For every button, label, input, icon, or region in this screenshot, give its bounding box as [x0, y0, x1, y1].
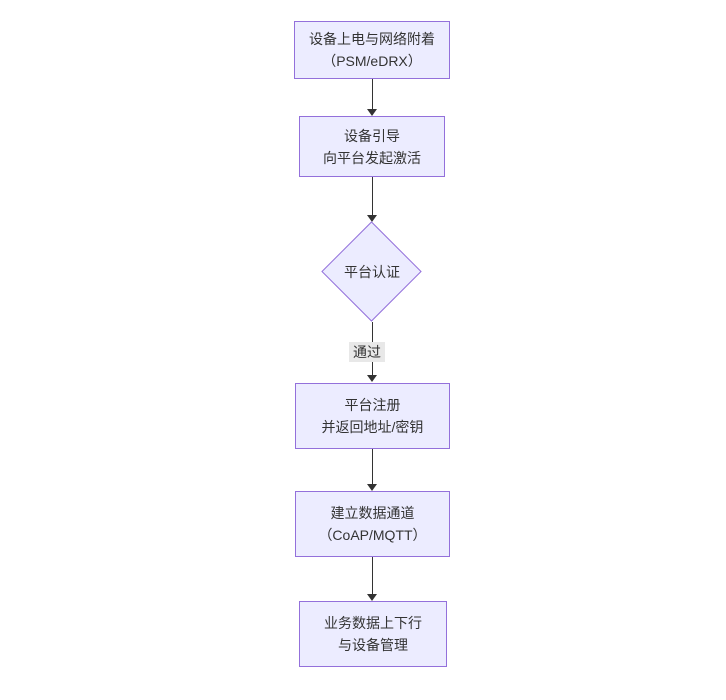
arrow-shaft	[371, 557, 373, 594]
flow-arrow	[367, 177, 377, 222]
arrow-shaft	[371, 177, 373, 215]
node-label-line: 设备上电与网络附着	[309, 31, 435, 47]
decision-label: 平台认证	[344, 264, 400, 280]
flowchart-node-business-data: 业务数据上下行 与设备管理	[299, 601, 447, 667]
flowchart-node-register: 平台注册 并返回地址/密钥	[295, 383, 450, 449]
edge-label-pass: 通过	[349, 342, 385, 362]
arrow-head-icon	[367, 109, 377, 116]
flowchart-decision-platform-auth: 平台认证	[321, 221, 422, 322]
arrow-head-icon	[367, 484, 377, 491]
flow-arrow	[367, 79, 377, 116]
node-label-line: （CoAP/MQTT）	[318, 527, 427, 543]
node-label-line: 建立数据通道	[330, 505, 415, 521]
arrow-head-icon	[367, 375, 377, 382]
node-label-line: （PSM/eDRX）	[322, 53, 422, 69]
arrow-shaft	[371, 79, 373, 109]
flow-arrow	[367, 449, 377, 491]
node-label-line: 业务数据上下行	[324, 615, 422, 631]
node-label-line: 并返回地址/密钥	[321, 419, 424, 435]
node-label-line: 向平台发起激活	[323, 149, 421, 166]
node-label-line: 与设备管理	[338, 637, 408, 653]
flowchart-node-power-attach: 设备上电与网络附着 （PSM/eDRX）	[294, 21, 450, 79]
arrow-shaft	[371, 449, 373, 484]
arrow-head-icon	[367, 215, 377, 222]
node-label-line: 平台注册	[344, 397, 401, 413]
flow-arrow	[367, 557, 377, 601]
flowchart-node-bootstrap: 设备引导 向平台发起激活	[299, 116, 445, 177]
flowchart-node-data-channel: 建立数据通道 （CoAP/MQTT）	[295, 491, 450, 557]
arrow-head-icon	[367, 594, 377, 601]
node-label-line: 设备引导	[344, 127, 400, 144]
